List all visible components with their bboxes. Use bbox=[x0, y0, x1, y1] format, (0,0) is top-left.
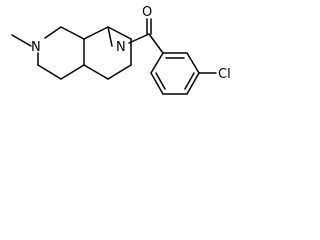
bond-ar-5-6 bbox=[150, 72, 164, 95]
bond-c4-c5 bbox=[37, 64, 62, 80]
bond-ar-3-4 bbox=[186, 72, 200, 95]
bond-n-c1 bbox=[44, 26, 62, 39]
amide-nitrogen-label: N bbox=[116, 40, 126, 55]
bond-methyl-n bbox=[11, 34, 32, 47]
ring-nitrogen-label: N bbox=[31, 40, 41, 55]
chlorine-atom-label: Cl bbox=[218, 67, 231, 82]
bond-c6-c7 bbox=[107, 26, 132, 40]
bond-c3-c4 bbox=[60, 64, 85, 80]
bond-ar-6-1 bbox=[150, 52, 164, 74]
chemical-structure-canvas: O N N Cl bbox=[0, 0, 255, 130]
molecule-diagram: O N N Cl bbox=[11, 5, 231, 95]
bond-ar-inner-2 bbox=[184, 72, 195, 90]
bond-c1-c2 bbox=[60, 26, 85, 40]
bond-c6-namide bbox=[107, 26, 113, 47]
bond-ar-2-3 bbox=[186, 52, 200, 74]
bond-namide-carbonyl bbox=[128, 33, 150, 44]
bond-carbonyl-ar bbox=[148, 33, 164, 54]
oxygen-atom-label: O bbox=[142, 5, 152, 20]
bond-c2-c6 bbox=[83, 26, 109, 40]
bond-c8-c9 bbox=[107, 64, 132, 80]
bond-ar-inner-3 bbox=[155, 72, 166, 90]
bond-c9-c3 bbox=[83, 64, 109, 80]
